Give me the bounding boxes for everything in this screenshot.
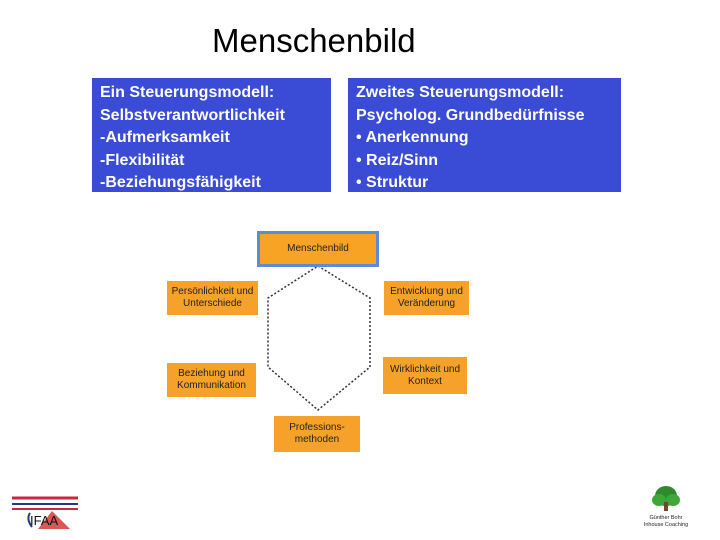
tree-logo-line: Inhouse Coaching xyxy=(644,522,688,528)
steuerungsmodell-box-left: Ein Steuerungsmodell: Selbstverantwortli… xyxy=(92,78,331,192)
node-entwicklung: Entwicklung und Veränderung xyxy=(384,281,469,315)
node-line: Beziehung und xyxy=(178,368,245,379)
tree-logo: Günther Bohr Inhouse Coaching xyxy=(640,484,692,530)
node-line: Kommunikation xyxy=(177,380,246,391)
node-wirklichkeit: Wirklichkeit und Kontext xyxy=(383,357,467,394)
node-persoenlichkeit: Persönlichkeit und Unterschiede xyxy=(167,281,258,315)
node-beziehung: Beziehung und Kommunikation xyxy=(167,363,256,397)
node-professionsmethoden: Professions- methoden xyxy=(274,416,360,452)
node-line: Kontext xyxy=(408,375,442,387)
tree-logo-line: Günther Bohr xyxy=(649,515,682,521)
slide-title: Menschenbild xyxy=(212,22,416,59)
box-right-line: • Anerkennung xyxy=(356,129,469,146)
node-menschenbild: Menschenbild xyxy=(257,231,379,267)
node-line: Entwicklung und xyxy=(390,286,463,297)
node-line: methoden xyxy=(294,434,340,445)
hexagon-outline xyxy=(267,265,371,411)
ifaa-logo: IFAA xyxy=(12,495,78,531)
box-left-line: Ein Steuerungsmodell: xyxy=(100,84,275,101)
box-left-line: -Beziehungsfähigkeit xyxy=(100,174,261,191)
box-right-line: • Struktur xyxy=(356,174,429,191)
node-line: Unterschiede xyxy=(183,298,242,309)
svg-text:IFAA: IFAA xyxy=(30,513,59,528)
steuerungsmodell-box-right: Zweites Steuerungsmodell: Psycholog. Gru… xyxy=(348,78,621,192)
box-right-line: Psycholog. Grundbedürfnisse xyxy=(356,106,585,124)
node-menschenbild-label: Menschenbild xyxy=(287,243,349,254)
box-right-line: Zweites Steuerungsmodell: xyxy=(356,84,565,101)
box-left-line: -Aufmerksamkeit xyxy=(100,129,230,146)
node-line: Wirklichkeit und xyxy=(389,363,461,375)
box-right-line: • Reiz/Sinn xyxy=(356,151,439,169)
node-line: Persönlichkeit und xyxy=(171,286,254,297)
box-left-line: Selbstverantwortlichkeit xyxy=(100,106,285,124)
node-line: Professions- xyxy=(289,422,345,433)
box-left-line: -Flexibilität xyxy=(100,151,185,169)
node-line: Veränderung xyxy=(397,298,456,309)
